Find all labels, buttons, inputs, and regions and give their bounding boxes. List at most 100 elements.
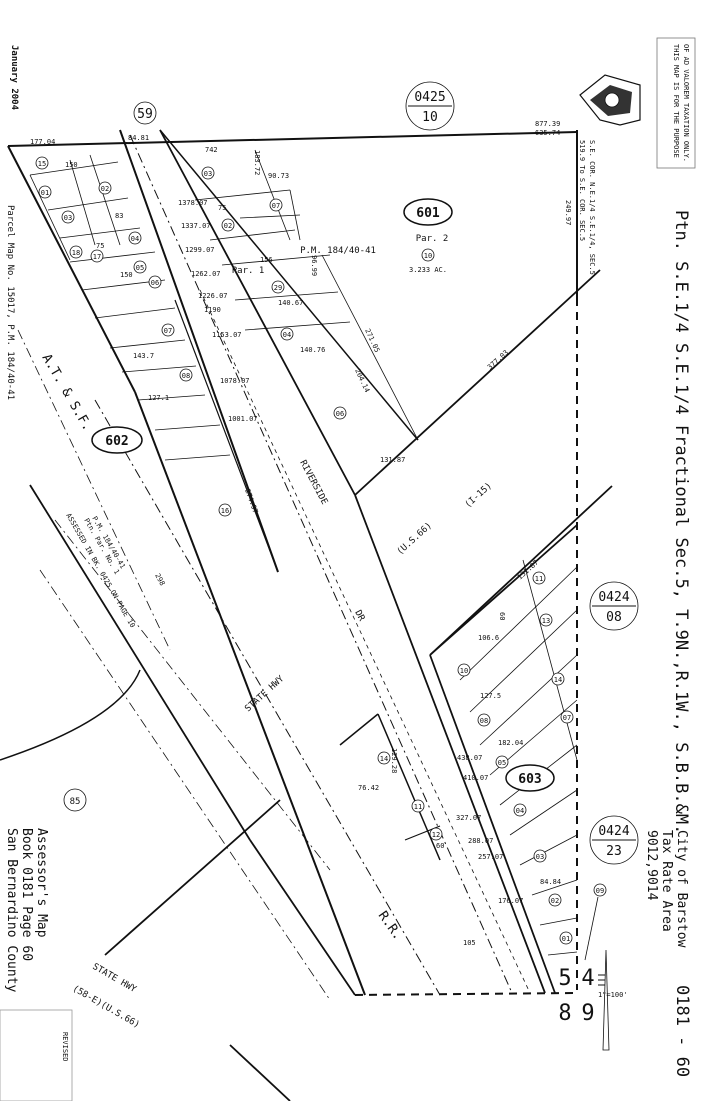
dimension: 150 <box>65 161 78 169</box>
book-page-label: Book 0181 Page 60 <box>19 828 34 961</box>
dimension: 298 <box>153 572 166 587</box>
parcel-number: 01 <box>41 189 49 197</box>
dimension: 60 <box>498 612 506 620</box>
block-603-badge <box>505 764 555 792</box>
map-date: January 2004 <box>9 45 19 111</box>
parcel-line <box>69 251 156 263</box>
section-corner-note-2: 519.9 To S.E. COR. SEC.5 <box>578 140 586 241</box>
dimension: 1001.07 <box>228 415 258 423</box>
parcel-line <box>47 197 129 211</box>
parcel-number: 02 <box>224 222 232 230</box>
riverside-south-line <box>354 494 546 994</box>
section-8: 8 <box>558 1001 571 1026</box>
parcel-line <box>137 394 206 401</box>
ref-circle-59 <box>133 101 157 125</box>
parcel-map-note: Parcel Map No. 15017, P.M. 184/40-41 <box>5 205 15 400</box>
parcel-2-area: 3.233 AC. <box>409 266 447 274</box>
parcel-circle <box>421 248 435 262</box>
parcel-line <box>89 154 121 246</box>
riverside-right-of-way <box>199 289 531 994</box>
dimension: 143.7 <box>133 352 154 360</box>
parcel-line <box>547 951 578 956</box>
ref-0425-top: 0425 <box>414 90 445 105</box>
parcel-circle <box>35 156 49 170</box>
hwy-centerline <box>54 519 331 871</box>
south-boundary-dashed <box>354 992 578 996</box>
parcel-numbers: 15 01 03 02 17 18 04 05 06 07 08 16 03 0… <box>35 156 607 945</box>
dimension: 75 <box>96 242 104 250</box>
parcel-number: 14 <box>554 676 562 684</box>
parcel-number: 05 <box>136 264 144 272</box>
parcel-number: 14 <box>380 755 388 763</box>
block-603-north-edge <box>429 524 578 656</box>
atsf-label: A.T. & S.F. <box>39 352 95 434</box>
dimension: 60 <box>436 842 444 850</box>
parcel-number: 12 <box>432 831 440 839</box>
parcel-number: 03 <box>64 214 72 222</box>
parcel-number: 09 <box>596 887 604 895</box>
dimension: 127.5 <box>480 692 501 700</box>
parcel-line <box>121 365 197 373</box>
parcel-line <box>539 917 578 926</box>
railway-west-line <box>134 391 366 996</box>
block-601-label: 601 <box>416 206 440 221</box>
railroad-centerline <box>94 399 441 996</box>
parcel-line <box>519 834 578 866</box>
parcel-line <box>479 654 578 746</box>
tax-rate-area-values: 9012,9014 <box>644 830 659 901</box>
state-hwy-north-line <box>29 484 251 841</box>
pm-reference: P.M. 184/40-41 <box>300 246 376 256</box>
dimension: 1190 <box>204 306 221 314</box>
section-5: 5 <box>558 966 571 991</box>
parcel-number: 17 <box>93 253 101 261</box>
leader-line <box>584 896 599 961</box>
dimension: 1078.07 <box>220 377 250 385</box>
dr-label: DR <box>352 609 366 624</box>
parcel-14-east <box>377 713 441 861</box>
north-arrow-icon <box>602 949 610 1051</box>
parcel-number: 04 <box>131 235 139 243</box>
block-603-label: 603 <box>518 772 541 787</box>
parcel-line <box>109 339 186 349</box>
parcel-line <box>29 174 71 261</box>
block-602-label: 602 <box>105 434 128 449</box>
parcel-line <box>522 559 578 761</box>
ref-circle-85 <box>63 788 87 812</box>
parcel-2-label: Par. 2 <box>416 234 449 244</box>
parcel-number: 05 <box>498 759 506 767</box>
parcel-16-edge <box>174 299 279 573</box>
ref-0425-bottom: 10 <box>422 110 438 125</box>
state-hwy-lower <box>104 799 281 956</box>
parcel-line <box>531 879 578 896</box>
parcel-line <box>59 227 141 239</box>
parcel-line <box>209 229 296 241</box>
state-hwy-south-line <box>249 839 356 996</box>
parcel-number: 04 <box>283 331 291 339</box>
parcel-line <box>509 789 578 836</box>
freeway-edge <box>429 485 613 656</box>
state-hwy-lower-label: STATE HWY <box>91 962 139 995</box>
parcel-line <box>221 254 331 266</box>
parcel-line <box>69 159 96 246</box>
dimension: 127.1 <box>148 394 169 402</box>
dimension: 635.74 <box>535 129 560 137</box>
parcel-line <box>164 454 231 461</box>
parcel-number: 03 <box>536 853 544 861</box>
ref-85-label: 85 <box>70 797 81 807</box>
block-601-badge <box>403 198 453 226</box>
parcel-line <box>154 424 221 431</box>
dimension: 271.05 <box>363 327 381 353</box>
parcel-number: 03 <box>204 170 212 178</box>
parcel-number: 18 <box>72 249 80 257</box>
dimension: 90.73 <box>268 172 289 180</box>
dimension: 176.07 <box>498 897 523 905</box>
dimension: 410.07 <box>463 774 488 782</box>
parcel-number: 16 <box>221 507 229 515</box>
dimension: 1262.07 <box>191 270 221 278</box>
parcel-line <box>321 254 419 441</box>
dimension: 274.97 <box>243 488 259 515</box>
state-hwy-lower-2 <box>229 1044 291 1101</box>
dimension: 182.04 <box>498 739 523 747</box>
dimension: 1153.07 <box>212 331 242 339</box>
